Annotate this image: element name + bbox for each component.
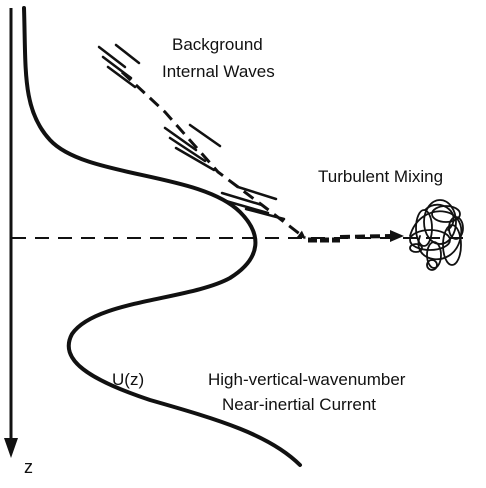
profile-label: U(z): [112, 370, 144, 389]
energy-cascade-arrow: [120, 70, 306, 240]
current-label-line2: Near-inertial Current: [222, 395, 376, 414]
z-axis-arrowhead: [4, 438, 18, 458]
z-axis-label: z: [24, 457, 33, 477]
mixing-arrow: [308, 230, 404, 243]
background-waves-label-line1: Background: [172, 35, 263, 54]
velocity-profile-curve: [22, 6, 302, 467]
wave-packet-2: [163, 123, 222, 172]
background-waves-label-line2: Internal Waves: [162, 62, 275, 81]
current-label-line1: High-vertical-wavenumber: [208, 370, 406, 389]
turbulent-mixing-label: Turbulent Mixing: [318, 167, 443, 186]
wave-packet-1: [97, 43, 141, 89]
z-axis: z: [4, 8, 33, 477]
turbulence-scribble: [409, 199, 464, 271]
